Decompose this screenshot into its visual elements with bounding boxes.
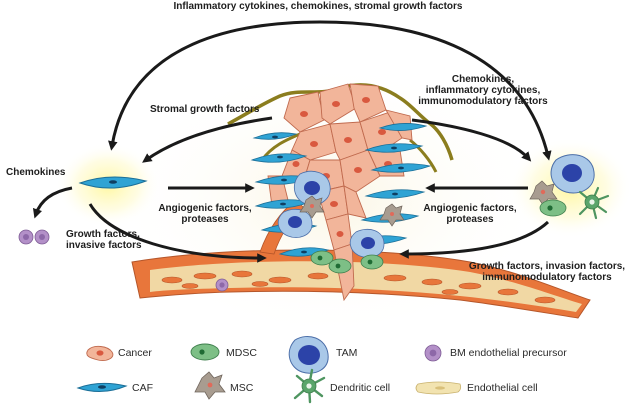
label-right-top: Chemokines, inflammatory cytokines, immu… [418,74,548,107]
legend-bm-precursor: BM endothelial precursor [450,347,567,359]
label-angio-right: Angiogenic factors, proteases [423,203,517,225]
legend-tam: TAM [336,347,358,359]
legend-mdsc: MDSC [226,347,257,359]
label-chemokines: Chemokines [6,167,66,178]
legend-endothelial: Endothelial cell [467,382,538,394]
label-growth-right: Growth factors, invasion factors, immuno… [468,261,626,283]
immune-cells-right [529,154,610,220]
legend-cancer: Cancer [118,347,152,359]
label-stromal: Stromal growth factors [150,104,260,115]
legend-dendritic: Dendritic cell [330,382,391,394]
label-growth-left: Growth factors, invasive factors [66,229,142,251]
label-angio-left: Angiogenic factors, proteases [158,203,252,225]
legend-caf: CAF [132,382,153,394]
signal-arrows [32,20,552,263]
label-top: Inflammatory cytokines, chemokines, stro… [173,1,463,12]
legend-icons [76,336,462,404]
bm-precursor-cells-left [18,229,50,245]
legend-msc: MSC [230,382,254,394]
